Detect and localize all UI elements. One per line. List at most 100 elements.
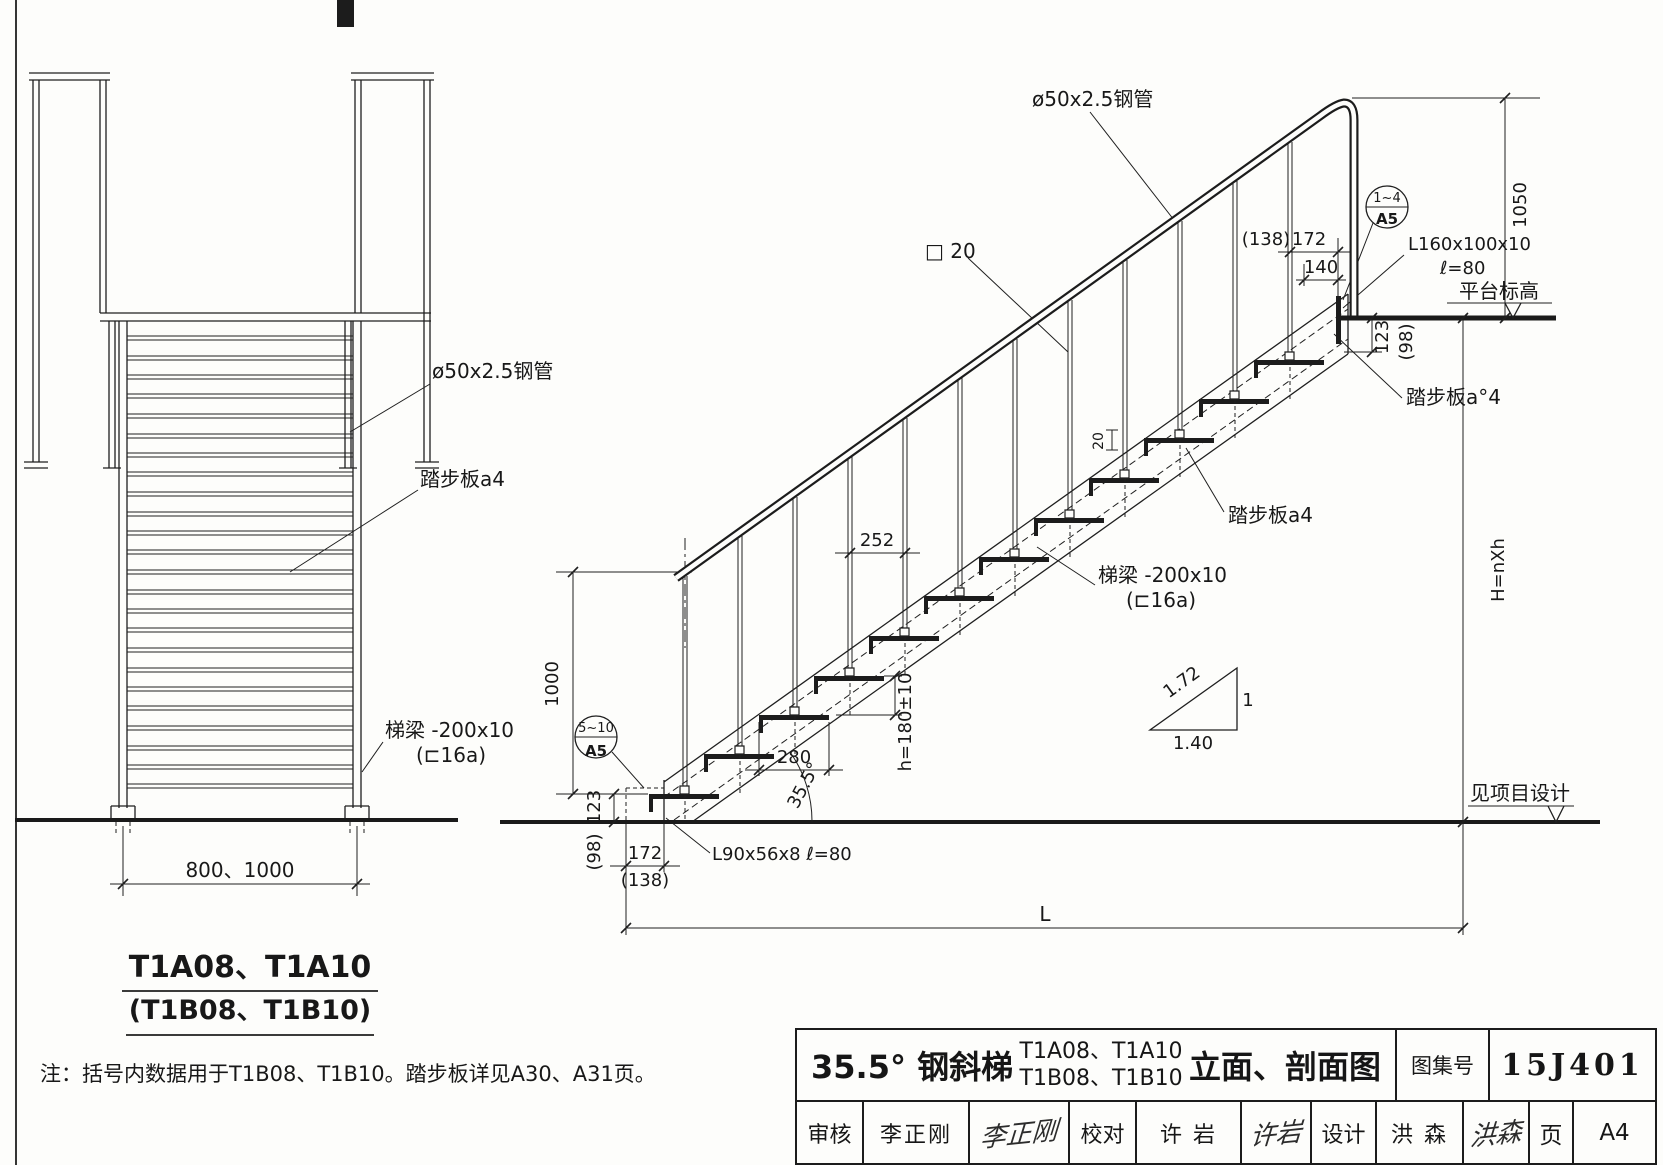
check-label: 校对 <box>1070 1102 1137 1163</box>
label-beam-left: 梯梁 -200x10 <box>385 718 514 742</box>
left-view-title-2: (T1B08、T1B10) <box>129 995 371 1026</box>
detail-bottom-number: 5~10 <box>578 721 614 736</box>
stringer-edges <box>663 293 1349 823</box>
tread-bars <box>649 360 1324 799</box>
stringers-front <box>118 321 362 808</box>
baluster-base-plates <box>679 351 1295 795</box>
detail-bottom-page: A5 <box>585 742 607 760</box>
check-signature: 许岩 <box>1242 1102 1312 1163</box>
model-codes-line2: T1B08、T1B10 <box>1019 1066 1183 1091</box>
dim-h180: h=180±10 <box>895 673 916 772</box>
dim-172-top: 172 <box>1292 229 1326 250</box>
label-tread-left: 踏步板a4 <box>420 467 505 491</box>
left-elevation-view: ø50x2.5钢管 踏步板a4 梯梁 -200x10 (⊏16a) 800、10… <box>15 72 656 1086</box>
landing-band <box>100 312 431 322</box>
dim-ticks-right <box>567 92 1511 934</box>
title-block-row-2: 审核 李正刚 李正刚 校对 许 岩 许岩 设计 洪 森 洪森 页 A4 <box>797 1102 1655 1163</box>
balusters <box>682 142 1293 786</box>
drawing-title-main: 35.5° 钢斜梯 <box>811 1048 1014 1086</box>
label-beam-section-right: (⊏16a) <box>1126 588 1196 612</box>
design-signature: 洪森 <box>1464 1102 1530 1163</box>
label-beam-section-left: (⊏16a) <box>416 743 486 767</box>
dim-L: L <box>1039 902 1051 926</box>
level-triangle-platform <box>1504 302 1522 320</box>
label-angle-top-2: ℓ=80 <box>1439 258 1485 279</box>
slope-horizontal: 1.40 <box>1173 733 1213 754</box>
anchor-bolts <box>115 822 365 836</box>
label-tread-top: 踏步板a°4 <box>1406 385 1501 409</box>
atlas-number-value: 15J401 <box>1501 1047 1644 1083</box>
handrail-posts <box>32 80 431 462</box>
dim-172-bottom: 172 <box>628 843 662 864</box>
audit-signature: 李正刚 <box>970 1102 1070 1163</box>
page-label: 页 <box>1530 1102 1574 1163</box>
sheet-note: 注：括号内数据用于T1B08、T1B10。踏步板详见A30、A31页。 <box>40 1062 656 1086</box>
label-platform-level: 平台标高 <box>1459 279 1539 303</box>
dim-20: 20 <box>1091 432 1107 450</box>
page-number: A4 <box>1599 1119 1630 1146</box>
base-angle-hidden <box>625 787 664 822</box>
detail-bubble-top: 1~4 A5 <box>1365 185 1409 229</box>
stringer-channel-hidden <box>663 308 1349 821</box>
dim-252: 252 <box>860 530 894 551</box>
title-block-row-1: 35.5° 钢斜梯 T1A08、T1A10 T1B08、T1B10 立面、剖面图… <box>797 1030 1655 1102</box>
dim-138-bottom: (138) <box>621 870 669 891</box>
label-angle-bottom: L90x56x8 ℓ=80 <box>712 844 852 865</box>
platform-level-symbol <box>1447 302 1552 320</box>
dim-280: 280 <box>777 747 811 768</box>
detail-top-page: A5 <box>1376 210 1398 228</box>
dim-123-top: 123 <box>1372 320 1393 354</box>
label-tread-right: 踏步板a4 <box>1228 503 1313 527</box>
connection-angle-top <box>1336 296 1341 344</box>
dim-140: 140 <box>1304 257 1338 278</box>
dim-lines-right <box>572 98 1506 935</box>
audit-label: 审核 <box>797 1102 864 1163</box>
title-block: 35.5° 钢斜梯 T1A08、T1A10 T1B08、T1B10 立面、剖面图… <box>795 1028 1657 1165</box>
check-signature-text: 许岩 <box>1248 1117 1303 1153</box>
dim-138-top: (138) <box>1242 229 1290 250</box>
ground-level-symbol <box>1468 805 1574 824</box>
label-pipe-left: ø50x2.5钢管 <box>432 359 553 383</box>
drawing-model-codes: T1A08、T1A10 T1B08、T1B10 <box>1020 1038 1183 1093</box>
design-label: 设计 <box>1312 1102 1377 1163</box>
check-name: 许 岩 <box>1137 1102 1242 1163</box>
binding-mark <box>337 0 354 27</box>
dim-98-top: (98) <box>1396 324 1417 361</box>
detail-top-number: 1~4 <box>1373 191 1400 206</box>
handrail-pipe-core <box>674 100 1357 580</box>
drawing-view-type: 立面、剖面图 <box>1188 1048 1381 1086</box>
detail-bubble-bottom: 5~10 A5 <box>574 715 618 760</box>
dim-H: H=nXh <box>1488 538 1509 602</box>
label-baluster-section: □ 20 <box>925 239 976 263</box>
right-section-view: 1~4 A5 5~10 A5 ø50x2.5钢管 □ 20 踏步板a°4 踏步板… <box>500 87 1600 935</box>
title-cell-main: 35.5° 钢斜梯 T1A08、T1A10 T1B08、T1B10 立面、剖面图 <box>797 1030 1397 1100</box>
slope-triangle <box>1147 666 1238 731</box>
lower-posts <box>108 321 352 468</box>
slope-vertical: 1 <box>1242 690 1253 711</box>
leader-lines-right <box>611 111 1405 854</box>
dim-ticks-left <box>117 878 363 890</box>
audit-name: 李正刚 <box>864 1102 970 1163</box>
baluster-bolt-lines <box>684 360 1291 822</box>
label-ground-level: 见项目设计 <box>1470 781 1570 805</box>
angle-arc <box>789 751 813 823</box>
design-signature-text: 洪森 <box>1468 1117 1523 1153</box>
design-name: 洪 森 <box>1377 1102 1464 1163</box>
post-feet <box>24 461 439 469</box>
dim-1050: 1050 <box>1510 182 1531 228</box>
dim-width-left: 800、1000 <box>185 858 294 882</box>
leader-lines-left <box>289 383 431 773</box>
dim-123-bottom: 123 <box>584 790 605 824</box>
base-plates <box>110 805 370 820</box>
level-triangle-ground <box>1547 805 1565 824</box>
atlas-number-label: 图集号 <box>1397 1030 1490 1100</box>
label-pipe-right: ø50x2.5钢管 <box>1032 87 1153 111</box>
left-view-title-1: T1A08、T1A10 <box>129 950 372 985</box>
label-angle-top-1: L160x100x10 <box>1408 234 1531 255</box>
sheet-frame <box>15 0 354 1165</box>
top-rails <box>29 72 434 81</box>
model-codes-line1: T1A08、T1A10 <box>1019 1038 1183 1064</box>
audit-signature-text: 李正刚 <box>978 1115 1059 1155</box>
